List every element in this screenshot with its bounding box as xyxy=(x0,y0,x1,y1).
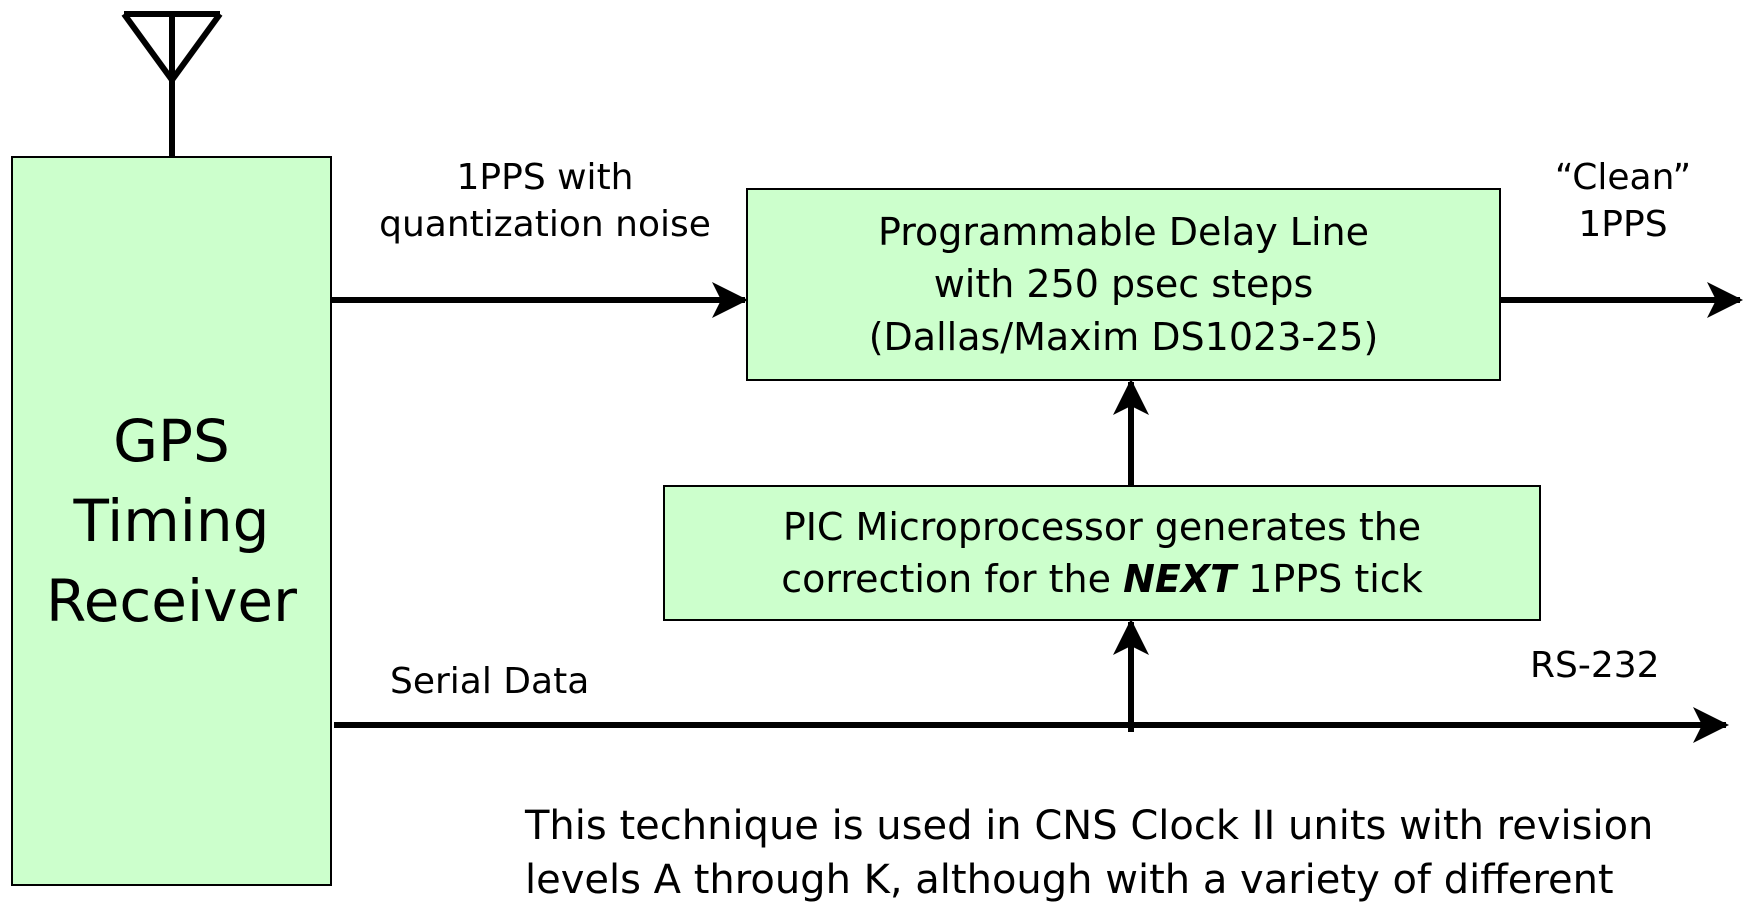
rs232-label: RS-232 xyxy=(1530,645,1660,686)
serial-data-label: Serial Data xyxy=(390,661,590,702)
block-diagram: GPS Timing Receiver Programmable Delay L… xyxy=(11,11,1745,903)
pps-input-line-1: 1PPS with xyxy=(456,157,634,198)
pic-line-2-end: 1PPS tick xyxy=(1236,557,1423,601)
gps-line-1: GPS xyxy=(113,406,230,475)
pps-output-label: “Clean” 1PPS xyxy=(1498,155,1745,249)
pps-input-line-2: quantization noise xyxy=(379,203,711,245)
gps-receiver-label: GPS Timing Receiver xyxy=(46,401,297,641)
pps-output-line-1: “Clean” xyxy=(1554,157,1692,198)
delay-line-box: Programmable Delay Line with 250 psec st… xyxy=(746,188,1501,381)
pic-line-2-start: correction for the xyxy=(781,557,1124,601)
footnote-line-1: This technique is used in CNS Clock II u… xyxy=(525,803,1654,849)
pic-microprocessor-box: PIC Microprocessor generates the correct… xyxy=(663,485,1541,621)
footnote-line-2: levels A through K, although with a vari… xyxy=(525,857,1614,903)
gps-receiver-box: GPS Timing Receiver xyxy=(11,156,332,886)
delay-line-label: Programmable Delay Line with 250 psec st… xyxy=(869,206,1379,363)
connector-layer xyxy=(121,11,1743,743)
footnote: This technique is used in CNS Clock II u… xyxy=(525,799,1725,907)
pps-input-label: 1PPS with quantization noise xyxy=(345,155,745,249)
pic-line-1: PIC Microprocessor generates the xyxy=(782,504,1422,549)
antenna-icon xyxy=(121,11,223,156)
delay-line-2: with 250 psec steps xyxy=(933,262,1314,307)
pic-label: PIC Microprocessor generates the correct… xyxy=(781,501,1422,606)
gps-line-2: Timing xyxy=(73,486,270,555)
delay-line-3: (Dallas/Maxim DS1023-25) xyxy=(868,314,1379,359)
pic-line-2: correction for the NEXT 1PPS tick xyxy=(781,553,1422,605)
delay-line-1: Programmable Delay Line xyxy=(877,209,1369,254)
pic-next-emphasis: NEXT xyxy=(1123,557,1237,601)
pps-output-line-2: 1PPS xyxy=(1578,203,1668,245)
gps-line-3: Receiver xyxy=(46,567,297,636)
